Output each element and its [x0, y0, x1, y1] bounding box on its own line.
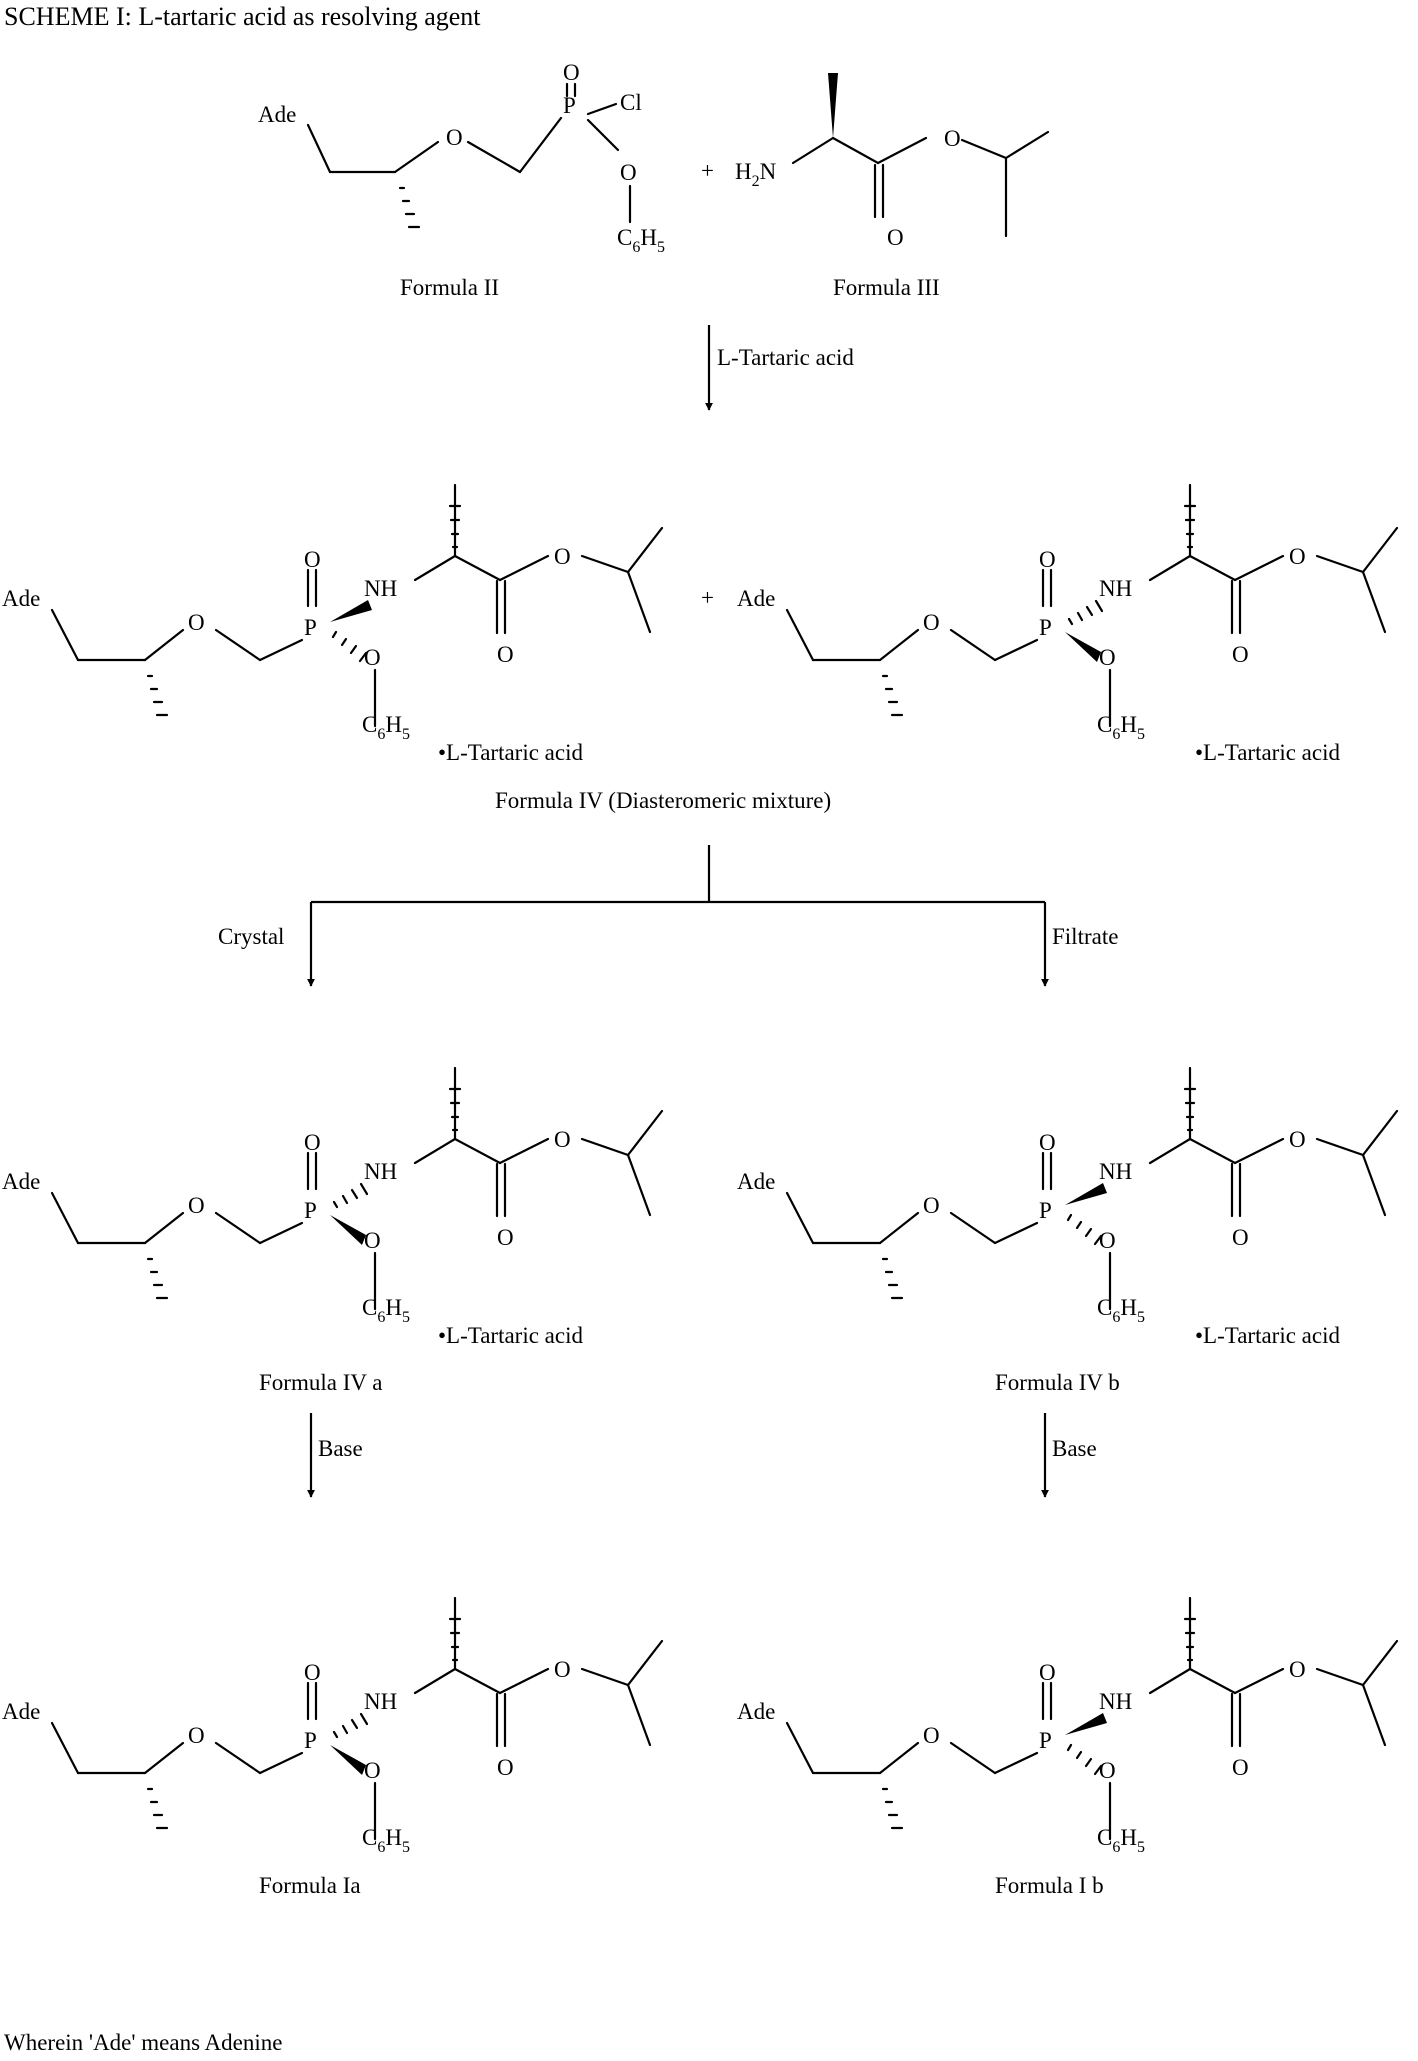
ether-oxygen-label: O	[188, 1723, 205, 1748]
nh-label: NH	[1099, 1159, 1132, 1184]
ester-oxygen-label: O	[944, 126, 961, 151]
carbonyl-oxygen-label: O	[887, 225, 904, 250]
formula-ia-structure: Ade O P O NH O C6H5 O O	[2, 1598, 662, 1856]
plus-sign: +	[701, 585, 714, 610]
formula-ib-caption: Formula I b	[995, 1873, 1104, 1898]
phenyl-label: C6H5	[362, 1295, 410, 1326]
formula-ib-structure: Ade O P O NH O C6H5 O O	[737, 1598, 1397, 1856]
crystal-label: Crystal	[218, 924, 284, 949]
phenoxy-oxygen-label: O	[364, 645, 381, 670]
ether-oxygen-label: O	[923, 1723, 940, 1748]
carbonyl-oxygen-label: O	[1232, 642, 1249, 667]
phenyl-label: C6H5	[362, 712, 410, 743]
ade-label: Ade	[2, 1699, 40, 1724]
formula-iva-structure: Ade O P O NH O C6H5 O O	[2, 1068, 662, 1326]
phenyl-label: C6H5	[1097, 1825, 1145, 1856]
phosphorus-label: P	[563, 93, 576, 118]
ade-label: Ade	[737, 586, 775, 611]
ade-label: Ade	[737, 1699, 775, 1724]
nh-label: NH	[364, 1689, 397, 1714]
phenoxy-oxygen-label: O	[1099, 645, 1116, 670]
formula-iii-caption: Formula III	[833, 275, 940, 300]
formula-ia-caption: Formula Ia	[259, 1873, 361, 1898]
phenyl-label: C6H5	[1097, 712, 1145, 743]
phosphoryl-oxygen-label: O	[304, 547, 321, 572]
carbonyl-oxygen-label: O	[497, 1755, 514, 1780]
formula-ii-caption: Formula II	[400, 275, 499, 300]
salt-label-ivb: •L-Tartaric acid	[1195, 1323, 1340, 1348]
formula-iv-left-structure: Ade O P O NH O C6H5 O O	[2, 485, 662, 743]
nh-label: NH	[1099, 576, 1132, 601]
plus-sign: +	[701, 158, 714, 183]
nh-label: NH	[1099, 1689, 1132, 1714]
ester-oxygen-label: O	[1289, 1657, 1306, 1682]
phosphoryl-oxygen-label: O	[1039, 1130, 1056, 1155]
phosphorus-label: P	[1039, 615, 1052, 640]
carbonyl-oxygen-label: O	[497, 642, 514, 667]
footnote: Wherein 'Ade' means Adenine	[4, 2030, 282, 2055]
carbonyl-oxygen-label: O	[1232, 1755, 1249, 1780]
phosphoryl-oxygen-label: O	[1039, 1660, 1056, 1685]
carbonyl-oxygen-label: O	[497, 1225, 514, 1250]
phenoxy-oxygen-label: O	[364, 1228, 381, 1253]
phenyl-label: C6H5	[362, 1825, 410, 1856]
ether-oxygen-label: O	[923, 1193, 940, 1218]
ester-oxygen-label: O	[1289, 1127, 1306, 1152]
ade-label: Ade	[2, 586, 40, 611]
reagent-label: L-Tartaric acid	[717, 345, 854, 370]
ester-oxygen-label: O	[554, 1657, 571, 1682]
phenyl-label: C6H5	[617, 225, 665, 256]
phosphoryl-oxygen-label: O	[304, 1130, 321, 1155]
phosphoryl-oxygen-label: O	[1039, 547, 1056, 572]
nh-label: NH	[364, 1159, 397, 1184]
ester-oxygen-label: O	[554, 1127, 571, 1152]
ether-oxygen-label: O	[446, 125, 463, 150]
phenoxy-oxygen-label: O	[364, 1758, 381, 1783]
phosphoryl-oxygen-label: O	[304, 1660, 321, 1685]
carbonyl-oxygen-label: O	[1232, 1225, 1249, 1250]
base-label-left: Base	[318, 1436, 363, 1461]
ade-label: Ade	[258, 102, 296, 127]
formula-ii-structure: Ade O P O Cl O C6H5	[258, 60, 665, 256]
phosphorus-label: P	[304, 615, 317, 640]
formula-iv-caption: Formula IV (Diasteromeric mixture)	[495, 788, 831, 813]
ade-label: Ade	[737, 1169, 775, 1194]
salt-label-iv-right: •L-Tartaric acid	[1195, 740, 1340, 765]
formula-iii-structure: H2N O O	[735, 73, 1048, 250]
phenoxy-oxygen-label: O	[1099, 1228, 1116, 1253]
chlorine-label: Cl	[620, 90, 642, 115]
salt-label-iv-left: •L-Tartaric acid	[438, 740, 583, 765]
ether-oxygen-label: O	[923, 610, 940, 635]
formula-iva-caption: Formula IV a	[259, 1370, 383, 1395]
phosphorus-label: P	[1039, 1198, 1052, 1223]
salt-label-iva: •L-Tartaric acid	[438, 1323, 583, 1348]
formula-iv-right-structure: Ade O P O NH O C6H5 O O	[737, 485, 1397, 743]
ester-oxygen-label: O	[1289, 544, 1306, 569]
formula-ivb-caption: Formula IV b	[995, 1370, 1120, 1395]
phenyl-label: C6H5	[1097, 1295, 1145, 1326]
ether-oxygen-label: O	[188, 1193, 205, 1218]
phosphorus-label: P	[1039, 1728, 1052, 1753]
filtrate-label: Filtrate	[1052, 924, 1118, 949]
ade-label: Ade	[2, 1169, 40, 1194]
ether-oxygen-label: O	[188, 610, 205, 635]
phenoxy-oxygen-label: O	[620, 160, 637, 185]
ester-oxygen-label: O	[554, 544, 571, 569]
phosphorus-label: P	[304, 1728, 317, 1753]
phenoxy-oxygen-label: O	[1099, 1758, 1116, 1783]
amine-label: H2N	[735, 159, 777, 190]
phosphoryl-oxygen-label: O	[563, 60, 580, 85]
branch-connector	[311, 845, 1045, 986]
scheme-title: SCHEME I: L-tartaric acid as resolving a…	[4, 2, 481, 31]
base-label-right: Base	[1052, 1436, 1097, 1461]
phosphorus-label: P	[304, 1198, 317, 1223]
formula-ivb-structure: Ade O P O NH O C6H5 O O	[737, 1068, 1397, 1326]
nh-label: NH	[364, 576, 397, 601]
